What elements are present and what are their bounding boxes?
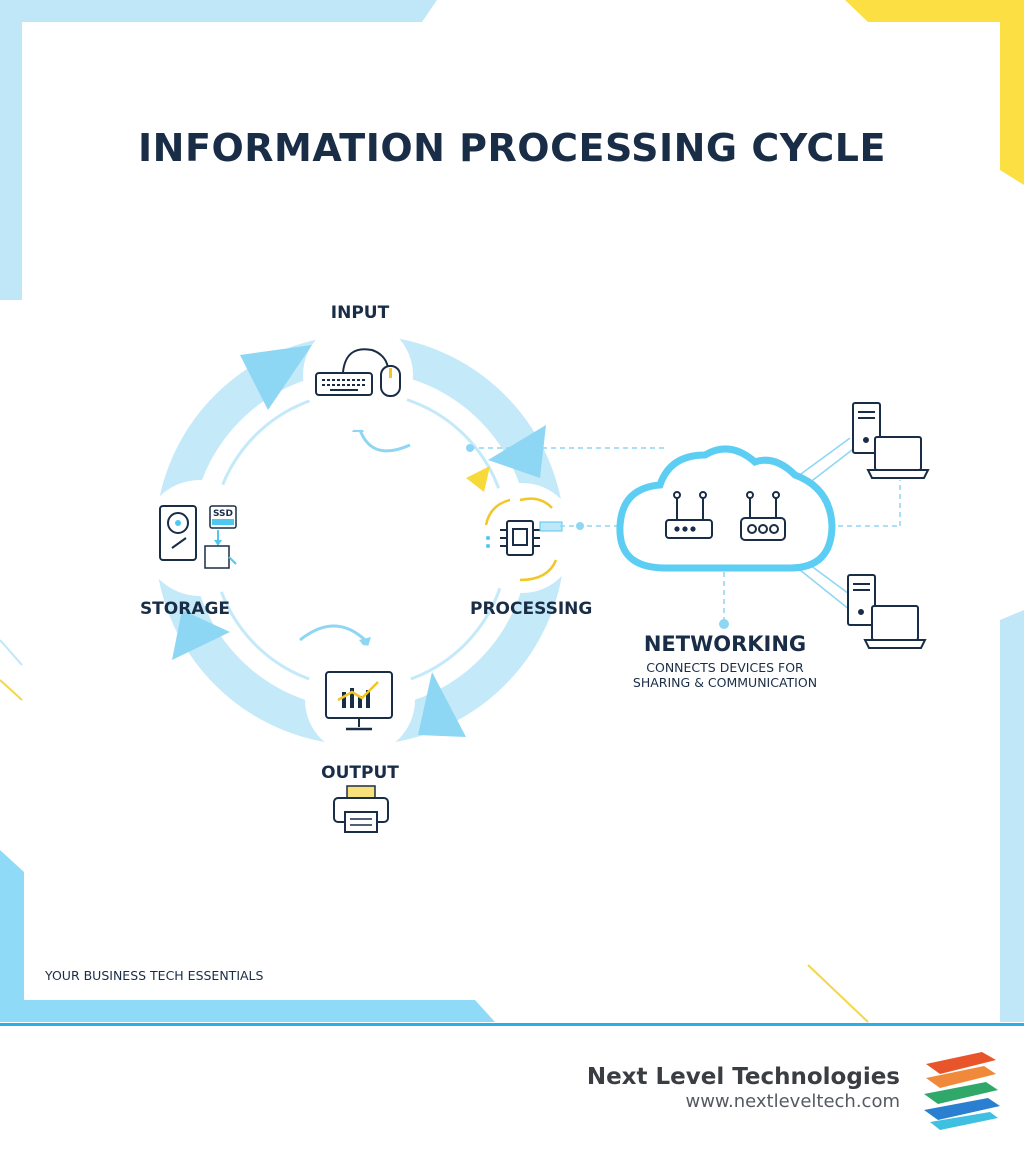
cloud-icon	[616, 445, 836, 572]
ssd-icon: SSD	[204, 505, 237, 569]
yellow-arrow	[466, 466, 490, 492]
inner-arrow-output	[299, 624, 367, 642]
router-icon	[740, 491, 786, 541]
cpu-chip-icon	[484, 497, 563, 582]
desktop-tower-icon	[852, 402, 881, 454]
stage-label-processing: PROCESSING	[470, 599, 593, 619]
footer-divider	[0, 1023, 1024, 1026]
cycle-arrow-top-right	[488, 425, 546, 478]
stage-label-storage: STORAGE	[139, 599, 231, 619]
mouse-icon	[342, 348, 401, 397]
ssd-label: SSD	[213, 509, 233, 519]
networking-desc-line2: SHARING & COMMUNICATION	[632, 675, 818, 690]
decorative-frame	[0, 0, 1024, 1023]
cycle-arrow-bottom-right	[418, 672, 466, 737]
company-logo-icon	[924, 1052, 1000, 1130]
networking-description: CONNECTS DEVICES FOR SHARING & COMMUNICA…	[610, 660, 840, 690]
router-icon	[665, 491, 713, 539]
cycle-arrow-top-left	[240, 345, 312, 410]
hard-drive-icon	[159, 505, 197, 561]
laptop-icon	[866, 436, 930, 479]
stage-label-output: OUTPUT	[321, 763, 399, 783]
cycle-arrow-bottom-left	[172, 610, 230, 660]
desktop-tower-icon	[847, 574, 876, 626]
networking-desc-line1: CONNECTS DEVICES FOR	[646, 660, 804, 675]
printer-icon	[333, 785, 389, 833]
tagline: YOUR BUSINESS TECH ESSENTIALS	[45, 968, 264, 983]
footer-company-name: Next Level Technologies	[586, 1064, 900, 1090]
networking-title: NETWORKING	[643, 632, 807, 656]
stage-label-input: INPUT	[330, 303, 390, 323]
footer-website-link[interactable]: www.nextleveltech.com	[685, 1091, 900, 1112]
monitor-chart-icon	[325, 671, 393, 731]
laptop-icon	[863, 605, 927, 649]
inner-arrow-input	[358, 429, 411, 453]
page-title: INFORMATION PROCESSING CYCLE	[138, 126, 886, 170]
keyboard-icon	[315, 372, 373, 396]
